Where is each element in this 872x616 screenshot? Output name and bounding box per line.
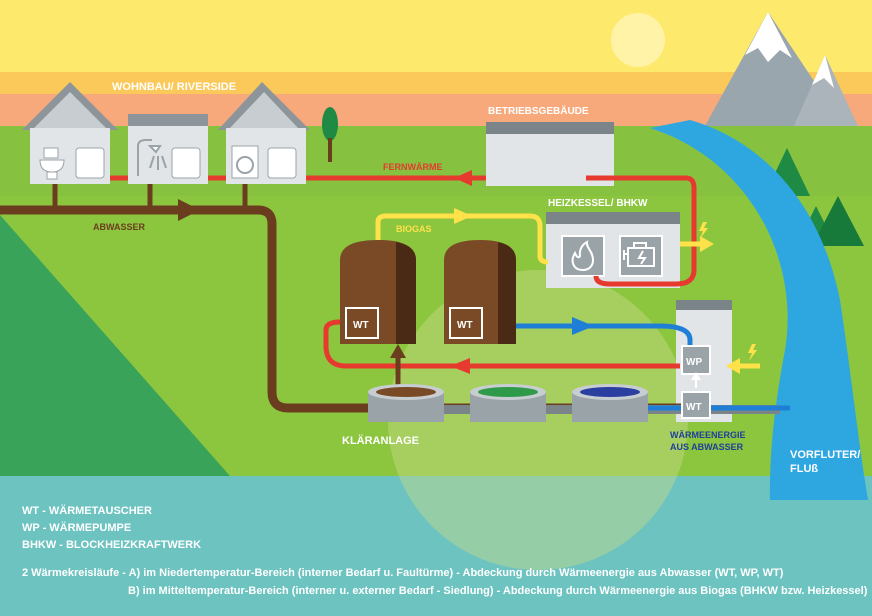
heat-pipe-red-lower xyxy=(323,319,680,369)
legend: WT - WÄRMETAUSCHER WP - WÄRMEPUMPE BHKW … xyxy=(22,503,868,600)
flame-icon xyxy=(571,240,595,272)
heat-exchanger-box xyxy=(681,391,711,419)
toilet-icon xyxy=(39,147,65,180)
sky xyxy=(0,0,872,72)
label-district-heating: FERNWÄRME xyxy=(383,162,443,172)
lightning-icon xyxy=(699,222,757,361)
label-wt-station: WT xyxy=(686,402,702,413)
digester-1 xyxy=(340,240,416,344)
legend-wp: WP - WÄRMEPUMPE xyxy=(22,522,132,534)
digester-2 xyxy=(444,240,516,344)
wastewater-pipe xyxy=(0,205,700,413)
label-biogas: BIOGAS xyxy=(396,224,432,234)
notes: 2 Wärmekreisläufe - A) im Niedertemperat… xyxy=(22,564,868,600)
shower-icon xyxy=(137,139,167,176)
district-heating-pipe xyxy=(110,175,697,287)
flow-arrow xyxy=(178,199,200,221)
label-river-2: FLUß xyxy=(790,463,818,475)
sun-icon xyxy=(611,13,665,67)
label-wt-digester-2: WT xyxy=(457,320,473,331)
label-boiler-chp: HEIZKESSEL/ BHKW xyxy=(548,198,648,209)
label-river-1: VORFLUTER/ xyxy=(790,449,860,461)
label-office: BETRIEBSGEBÄUDE xyxy=(488,104,589,117)
label-wastewater: ABWASSER xyxy=(93,222,146,232)
mountain-icon xyxy=(700,12,862,135)
legend-bhkw: BHKW - BLOCKHEIZKRAFTWERK xyxy=(22,539,202,551)
label-wt-digester-1: WT xyxy=(353,320,369,331)
river xyxy=(650,120,868,500)
label-wp-station: WP xyxy=(686,357,702,368)
note-line-2: B) im Mitteltemperatur-Bereich (interner… xyxy=(128,585,868,597)
biogas-pipe xyxy=(375,213,549,265)
note-line-1: 2 Wärmekreisläufe - A) im Niedertemperat… xyxy=(22,567,784,579)
engine-icon xyxy=(623,242,655,267)
label-heat-wastewater-2: AUS ABWASSER xyxy=(670,442,744,452)
treatment-tank-1 xyxy=(368,384,444,422)
washing-machine-icon xyxy=(231,145,259,179)
treatment-tank-2 xyxy=(470,384,546,422)
boiler-chp-building xyxy=(546,212,680,288)
heat-pump-box xyxy=(681,345,711,375)
water xyxy=(0,476,872,616)
legend-wt: WT - WÄRMETAUSCHER xyxy=(22,505,152,517)
label-treatment-plant: KLÄRANLAGE xyxy=(342,434,419,447)
label-heat-wastewater-1: WÄRMEENERGIE xyxy=(670,430,746,440)
treatment-tank-3 xyxy=(572,384,648,422)
label-residential: WOHNBAU/ RIVERSIDE xyxy=(112,81,236,93)
heat-pipe-blue xyxy=(515,323,790,411)
